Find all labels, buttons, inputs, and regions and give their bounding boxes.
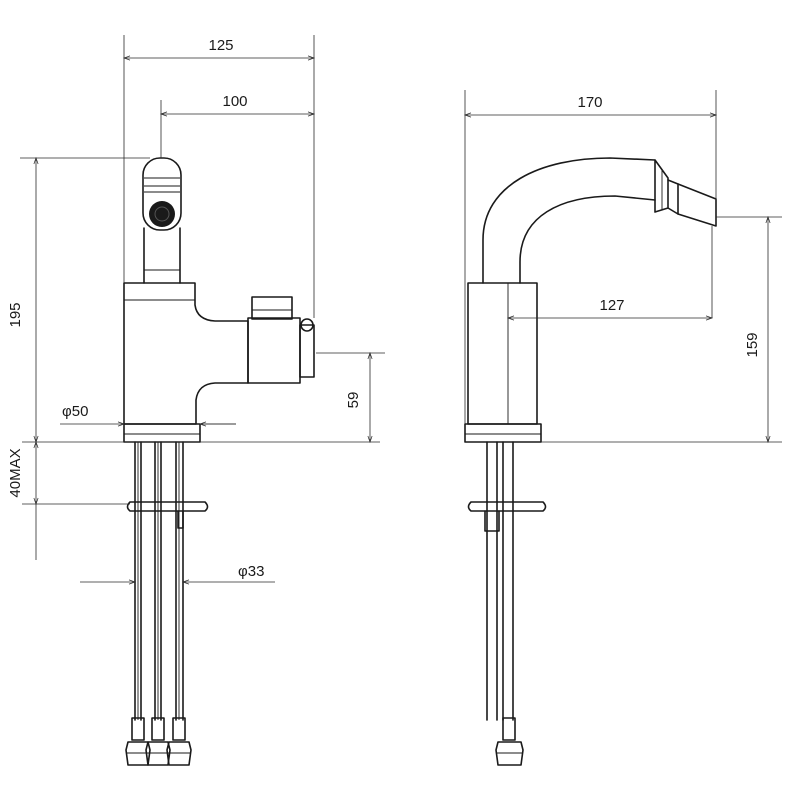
dim-front-lever-height: 59 <box>345 392 362 409</box>
side-spout-inner <box>519 195 656 284</box>
side-shank <box>486 441 514 721</box>
side-view <box>464 157 717 766</box>
front-spout-head <box>142 157 182 231</box>
dim-front-width-total: 125 <box>208 37 233 54</box>
dim-side-outlet-height: 159 <box>744 332 761 357</box>
side-base-flange <box>464 423 542 443</box>
dim-side-width-total: 170 <box>577 94 602 111</box>
dim-front-spout-reach: 100 <box>222 93 247 110</box>
dim-front-height: 195 <box>7 302 24 327</box>
side-fixing-plate <box>467 501 547 512</box>
front-view <box>123 157 315 766</box>
side-body <box>467 282 538 425</box>
side-hose-fittings <box>495 717 524 766</box>
front-hose-fittings <box>125 717 192 766</box>
front-body <box>123 282 249 425</box>
dim-front-deck-thickness: 40MAX <box>7 448 24 497</box>
dim-side-spout-reach: 127 <box>599 297 624 314</box>
front-dimensions: 125 100 195 φ50 59 40MAX φ33 <box>7 35 385 585</box>
front-base-flange <box>123 423 201 443</box>
front-lever-handle <box>247 296 315 384</box>
dim-front-base-diameter: φ50 <box>62 403 88 420</box>
front-shanks <box>134 441 184 721</box>
front-neck <box>143 227 181 284</box>
front-fixing-plate <box>126 501 209 512</box>
front-aerator-outlet <box>149 201 175 227</box>
side-spout-outer <box>482 157 656 284</box>
side-dimensions: 170 127 159 <box>463 90 782 444</box>
dim-front-shank-diameter: φ33 <box>238 563 264 580</box>
side-nozzle <box>654 159 717 227</box>
